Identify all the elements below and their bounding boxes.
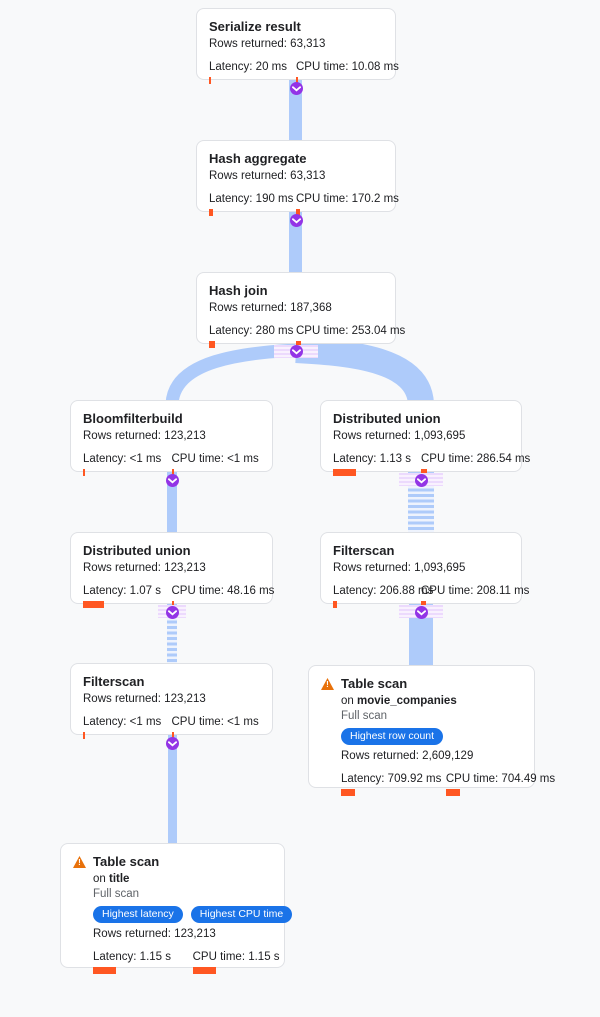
cpu-time-label: CPU time: 208.11 ms xyxy=(421,585,530,597)
latency-bar xyxy=(333,601,337,608)
node-title: Bloomfilterbuild xyxy=(83,411,183,426)
on-label: on xyxy=(341,695,354,707)
latency-bar xyxy=(83,732,85,739)
edge-serialize-hashaggregate xyxy=(289,80,302,142)
scan-type: Full scan xyxy=(341,710,388,722)
node-title: Serialize result xyxy=(209,19,301,34)
warning-icon xyxy=(73,856,86,868)
plan-node-hash-join[interactable]: Hash join Rows returned: 187,368 Latency… xyxy=(196,272,406,348)
latency-bar xyxy=(333,469,356,476)
plan-node-bloomfilterbuild[interactable]: Bloomfilterbuild Rows returned: 123,213 … xyxy=(70,400,273,476)
edge-filterscan-tablescan-left xyxy=(168,735,177,845)
table-name: movie_companies xyxy=(357,695,457,707)
node-title: Filterscan xyxy=(83,674,145,689)
badge-highest-latency: Highest latency xyxy=(93,906,183,923)
table-name-line: on title xyxy=(93,872,292,887)
collapse-toggle-distributed-union-left[interactable] xyxy=(166,606,179,619)
edge-bloomfilter-distunion xyxy=(167,472,177,534)
latency-label: Latency: 1.13 s xyxy=(333,453,411,465)
rows-returned: Rows returned: 63,313 xyxy=(209,170,326,182)
plan-node-filterscan-left[interactable]: Filterscan Rows returned: 123,213 Latenc… xyxy=(70,663,273,739)
latency-label: Latency: 206.88 ms xyxy=(333,585,434,597)
plan-node-hash-aggregate[interactable]: Hash aggregate Rows returned: 63,313 Lat… xyxy=(196,140,399,216)
warning-icon xyxy=(321,678,334,690)
cpu-time-bar xyxy=(421,469,427,476)
collapse-toggle-hash-aggregate[interactable] xyxy=(290,214,303,227)
rows-returned: Rows returned: 123,213 xyxy=(83,693,206,705)
cpu-time-label: CPU time: 253.04 ms xyxy=(296,325,406,337)
latency-label: Latency: 190 ms xyxy=(209,193,294,205)
node-title: Distributed union xyxy=(333,411,441,426)
cpu-time-label: CPU time: 704.49 ms xyxy=(445,773,556,785)
latency-bar xyxy=(209,341,215,348)
latency-label: Latency: 1.15 s xyxy=(93,951,171,963)
cpu-time-label: CPU time: <1 ms xyxy=(171,453,259,465)
rows-returned: Rows returned: 1,093,695 xyxy=(333,430,466,442)
latency-label: Latency: 709.92 ms xyxy=(341,773,442,785)
plan-node-table-scan-title[interactable]: Table scan on title Full scan Highest la… xyxy=(60,843,293,974)
rows-returned: Rows returned: 123,213 xyxy=(83,562,206,574)
collapse-toggle-serialize-result[interactable] xyxy=(290,82,303,95)
badge-highest-row-count: Highest row count xyxy=(341,728,444,745)
latency-bar xyxy=(341,789,355,796)
node-title: Table scan xyxy=(341,676,408,691)
cpu-time-label: CPU time: 10.08 ms xyxy=(296,61,399,73)
latency-label: Latency: 280 ms xyxy=(209,325,294,337)
cpu-time-bar xyxy=(171,601,174,608)
cpu-time-bar xyxy=(296,209,300,216)
plan-node-filterscan-right[interactable]: Filterscan Rows returned: 1,093,695 Late… xyxy=(320,532,530,608)
cpu-time-label: CPU time: 170.2 ms xyxy=(296,193,399,205)
collapse-toggle-distributed-union-right[interactable] xyxy=(415,474,428,487)
rows-returned: Rows returned: 2,609,129 xyxy=(341,750,474,762)
node-title: Distributed union xyxy=(83,543,191,558)
collapse-toggle-bloomfilterbuild[interactable] xyxy=(166,474,179,487)
cpu-time-label: CPU time: 1.15 s xyxy=(192,951,280,963)
badge-highest-cpu-time: Highest CPU time xyxy=(190,906,293,923)
cpu-time-bar xyxy=(171,469,174,476)
cpu-time-bar xyxy=(296,77,298,84)
cpu-time-bar xyxy=(445,789,460,796)
scan-type: Full scan xyxy=(93,888,140,900)
plan-node-serialize-result[interactable]: Serialize result Rows returned: 63,313 L… xyxy=(196,8,399,84)
on-label: on xyxy=(93,873,106,885)
latency-label: Latency: 20 ms xyxy=(209,61,287,73)
latency-label: Latency: <1 ms xyxy=(83,453,162,465)
latency-label: Latency: 1.07 s xyxy=(83,585,161,597)
cpu-time-bar xyxy=(421,601,426,608)
plan-node-distributed-union-left[interactable]: Distributed union Rows returned: 123,213… xyxy=(70,532,275,608)
collapse-toggle-filterscan-left[interactable] xyxy=(166,737,179,750)
node-title: Table scan xyxy=(93,854,160,869)
edge-distunion-filterscan-left xyxy=(167,604,177,665)
rows-returned: Rows returned: 63,313 xyxy=(209,38,326,50)
plan-node-distributed-union-right[interactable]: Distributed union Rows returned: 1,093,6… xyxy=(320,400,531,476)
rows-returned: Rows returned: 187,368 xyxy=(209,302,332,314)
latency-label: Latency: <1 ms xyxy=(83,716,162,728)
rows-returned: Rows returned: 123,213 xyxy=(83,430,206,442)
cpu-time-bar xyxy=(296,341,301,348)
latency-bar xyxy=(93,967,116,974)
edge-hashaggregate-hashjoin xyxy=(289,212,302,274)
node-title: Hash join xyxy=(209,283,268,298)
collapse-toggle-hash-join[interactable] xyxy=(290,345,303,358)
cpu-time-label: CPU time: 48.16 ms xyxy=(171,585,275,597)
rows-returned: Rows returned: 123,213 xyxy=(93,928,216,940)
cpu-time-label: CPU time: 286.54 ms xyxy=(421,453,531,465)
table-name-line: on movie_companies xyxy=(341,694,551,709)
plan-node-table-scan-movie-companies[interactable]: Table scan on movie_companies Full scan … xyxy=(308,665,555,796)
latency-bar xyxy=(209,77,211,84)
node-title: Filterscan xyxy=(333,543,395,558)
collapse-toggle-filterscan-right[interactable] xyxy=(415,606,428,619)
rows-returned: Rows returned: 1,093,695 xyxy=(333,562,466,574)
table-name: title xyxy=(109,873,130,885)
node-title: Hash aggregate xyxy=(209,151,307,166)
cpu-time-bar xyxy=(171,732,174,739)
cpu-time-bar xyxy=(192,967,216,974)
latency-bar xyxy=(83,469,85,476)
latency-bar xyxy=(83,601,104,608)
cpu-time-label: CPU time: <1 ms xyxy=(171,716,259,728)
latency-bar xyxy=(209,209,213,216)
